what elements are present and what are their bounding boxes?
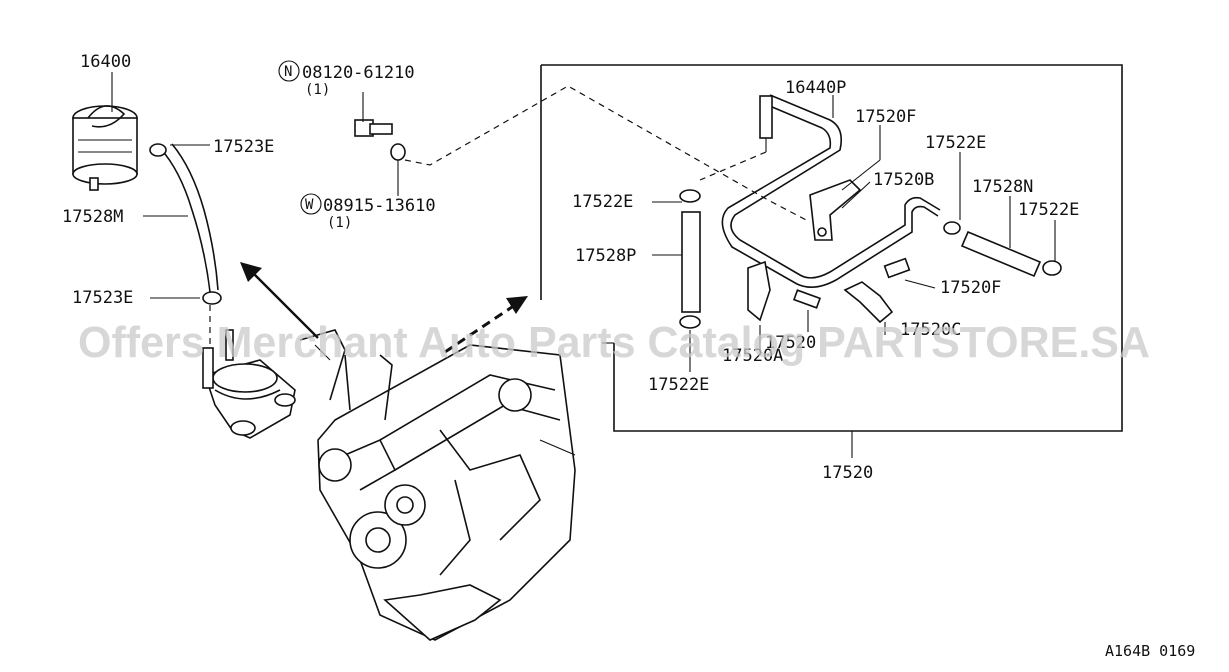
label-17520c: 17520C (900, 320, 961, 340)
label-17528m: 17528M (62, 207, 123, 227)
small-parts (747, 257, 911, 324)
engine-block (299, 329, 576, 641)
valve-bracket (202, 329, 296, 439)
watermark: Offers Merchant Auto Parts Catalog PARTS… (78, 318, 1150, 367)
leader-dashed-bolt (404, 85, 811, 223)
label-17523e-bottom: 17523E (72, 288, 133, 308)
marker-n-circle (278, 60, 300, 82)
arrow-to-assembly (444, 296, 528, 354)
label-16400: 16400 (80, 52, 131, 72)
label-17528n: 17528N (972, 177, 1033, 197)
label-16440p: 16440P (785, 78, 846, 98)
label-17520f-top: 17520F (855, 107, 916, 127)
hose-17528n (943, 221, 1062, 278)
marker-w-circle (300, 193, 322, 215)
label-17522e-top-right: 17522E (925, 133, 986, 153)
label-17520-assembly: 17520 (822, 463, 873, 483)
label-17520a: 17520A (722, 346, 783, 366)
marker-w-letter: W (305, 197, 314, 213)
hose-17528p (679, 189, 701, 329)
marker-n-letter: N (284, 64, 292, 80)
label-17520-other: 17520 (765, 333, 816, 353)
label-washer-w: 08915-13610 (323, 196, 436, 216)
diagram-code: A164B 0169 (1105, 642, 1195, 660)
arrow-to-canister (240, 262, 319, 339)
label-17522e-right: 17522E (1018, 200, 1079, 220)
label-17523e-top: 17523E (213, 137, 274, 157)
label-washer-w-qty: (1) (327, 215, 352, 231)
assembly-frame (540, 64, 1123, 458)
label-17522e-bottom: 17522E (648, 375, 709, 395)
label-17522e-left: 17522E (572, 192, 633, 212)
label-bolt-n: 08120-61210 (302, 63, 415, 83)
bracket-17520b (809, 179, 862, 241)
label-17520b: 17520B (873, 170, 934, 190)
label-17520f-bottom: 17520F (940, 278, 1001, 298)
label-17528p: 17528P (575, 246, 636, 266)
canister-16400 (72, 88, 138, 191)
hose-17528m (149, 143, 222, 350)
pipe-16440p (699, 94, 941, 288)
bolt-washer (354, 92, 406, 196)
label-bolt-n-qty: (1) (305, 82, 330, 98)
